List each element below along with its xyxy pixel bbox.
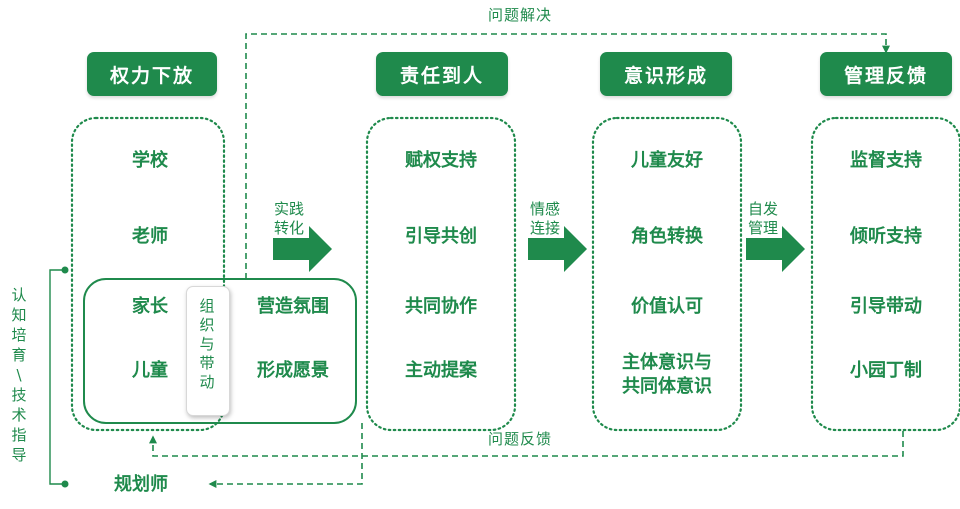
column-box-4 <box>810 116 960 432</box>
column-3-header: 意识形成 <box>600 52 732 96</box>
left-bracket <box>49 269 64 485</box>
column-2-item: 赋权支持 <box>405 150 477 171</box>
top-loop-label: 问题解决 <box>488 6 553 24</box>
planner-loop-line <box>208 423 363 488</box>
column-box-1 <box>70 116 226 432</box>
column-1-item: 老师 <box>132 226 168 247</box>
inner-group-box <box>83 278 357 424</box>
column-3-item: 共同体意识 <box>622 376 712 397</box>
column-2-header: 责任到人 <box>376 52 508 96</box>
column-4-header: 管理反馈 <box>820 52 952 96</box>
column-3-item: 儿童友好 <box>631 150 703 171</box>
bracket-dot-bottom <box>61 480 69 488</box>
column-3-item: 价值认可 <box>631 296 703 317</box>
inner-group-item: 形成愿景 <box>257 360 329 381</box>
column-1-item: 儿童 <box>132 360 168 381</box>
column-box-3 <box>591 116 743 432</box>
arrow-2-label: 情感连接 <box>530 200 561 237</box>
column-4-item: 引导带动 <box>850 296 922 317</box>
bottom-loop-line <box>149 431 904 457</box>
arrow-1-label: 实践转化 <box>274 200 305 237</box>
planner-label: 规划师 <box>114 474 168 495</box>
block-arrow-3 <box>746 226 805 272</box>
inner-group-item: 营造氛围 <box>257 296 329 317</box>
organize-lead-box <box>186 286 230 416</box>
column-2-item: 共同协作 <box>405 296 477 317</box>
column-box-2 <box>365 116 517 432</box>
top-loop-line <box>245 33 890 279</box>
organize-lead-label: 组 织 与 带 动 <box>199 297 215 391</box>
column-2-item: 主动提案 <box>405 360 477 381</box>
column-4-item: 倾听支持 <box>850 226 922 247</box>
arrow-3-label: 自发管理 <box>748 200 779 237</box>
column-3-item: 主体意识与 <box>622 352 712 373</box>
column-3-item: 角色转换 <box>631 226 703 247</box>
column-1-item: 家长 <box>132 296 168 317</box>
bottom-loop-label: 问题反馈 <box>488 430 553 448</box>
column-1-item: 学校 <box>132 150 168 171</box>
block-arrow-2 <box>528 226 587 272</box>
block-arrow-1 <box>273 226 332 272</box>
column-4-item: 监督支持 <box>850 150 922 171</box>
column-4-item: 小园丁制 <box>850 360 922 381</box>
column-2-item: 引导共创 <box>405 226 477 247</box>
left-vertical-label: 认 知 培 育 \ 技 术 指 导 <box>11 286 27 464</box>
bracket-dot-top <box>61 266 69 274</box>
column-1-header: 权力下放 <box>87 52 217 96</box>
